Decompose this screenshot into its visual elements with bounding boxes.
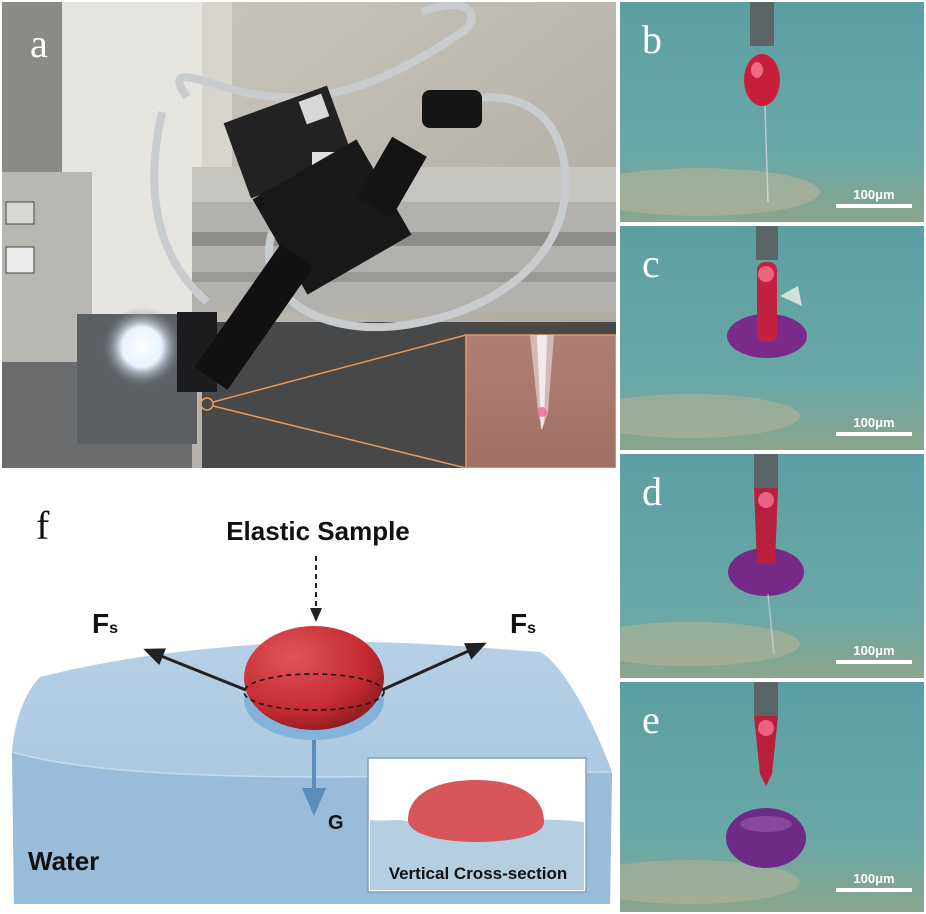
panel-d-scalebar: 100μm	[836, 643, 912, 664]
label-force-left-sub: s	[109, 620, 119, 637]
panel-d-micrograph: d 100μm	[620, 454, 924, 678]
panel-e-scalebar-bar	[836, 888, 912, 892]
panel-c-micrograph: c 100μm	[620, 226, 924, 450]
panel-a-letter: a	[30, 21, 48, 66]
label-water: Water	[28, 846, 100, 876]
label-force-right: Fs	[510, 608, 536, 640]
label-force-left-main: F	[92, 608, 110, 639]
panel-c-scalebar-bar	[836, 432, 912, 436]
panel-e-scalebar: 100μm	[836, 871, 912, 892]
panel-b-image	[620, 2, 924, 222]
panel-c-image	[620, 226, 924, 450]
panel-b-micrograph: b 100μm	[620, 2, 924, 222]
panel-e-letter: e	[642, 697, 660, 742]
panel-c-scalebar-label: 100μm	[853, 415, 895, 430]
panel-f-diagram: f	[0, 472, 618, 912]
panel-e-scalebar-label: 100μm	[853, 871, 895, 886]
panel-a-photo: a	[2, 2, 616, 468]
panel-b-scalebar-label: 100μm	[853, 187, 895, 202]
panel-e-image	[620, 682, 924, 912]
diagram-svg	[11, 556, 613, 904]
panel-d-scalebar-label: 100μm	[853, 643, 895, 658]
panel-d-letter: d	[642, 469, 662, 514]
panel-b-scalebar: 100μm	[836, 187, 912, 208]
apparatus-photo	[2, 2, 616, 468]
label-elastic-sample: Elastic Sample	[226, 516, 410, 546]
label-force-right-sub: s	[527, 620, 537, 637]
panel-c-letter: c	[642, 241, 660, 286]
panel-b-letter: b	[642, 17, 662, 62]
panel-b-scalebar-bar	[836, 204, 912, 208]
panel-c-scalebar: 100μm	[836, 415, 912, 436]
label-force-left: Fs	[92, 608, 118, 640]
label-vertical-cross-section: Vertical Cross-section	[388, 864, 568, 883]
panel-f-letter: f	[36, 503, 50, 548]
label-gravity: G	[328, 812, 344, 834]
panel-e-micrograph: e 100μm	[620, 682, 924, 912]
panel-d-scalebar-bar	[836, 660, 912, 664]
label-force-right-main: F	[510, 608, 528, 639]
panel-d-image	[620, 454, 924, 678]
